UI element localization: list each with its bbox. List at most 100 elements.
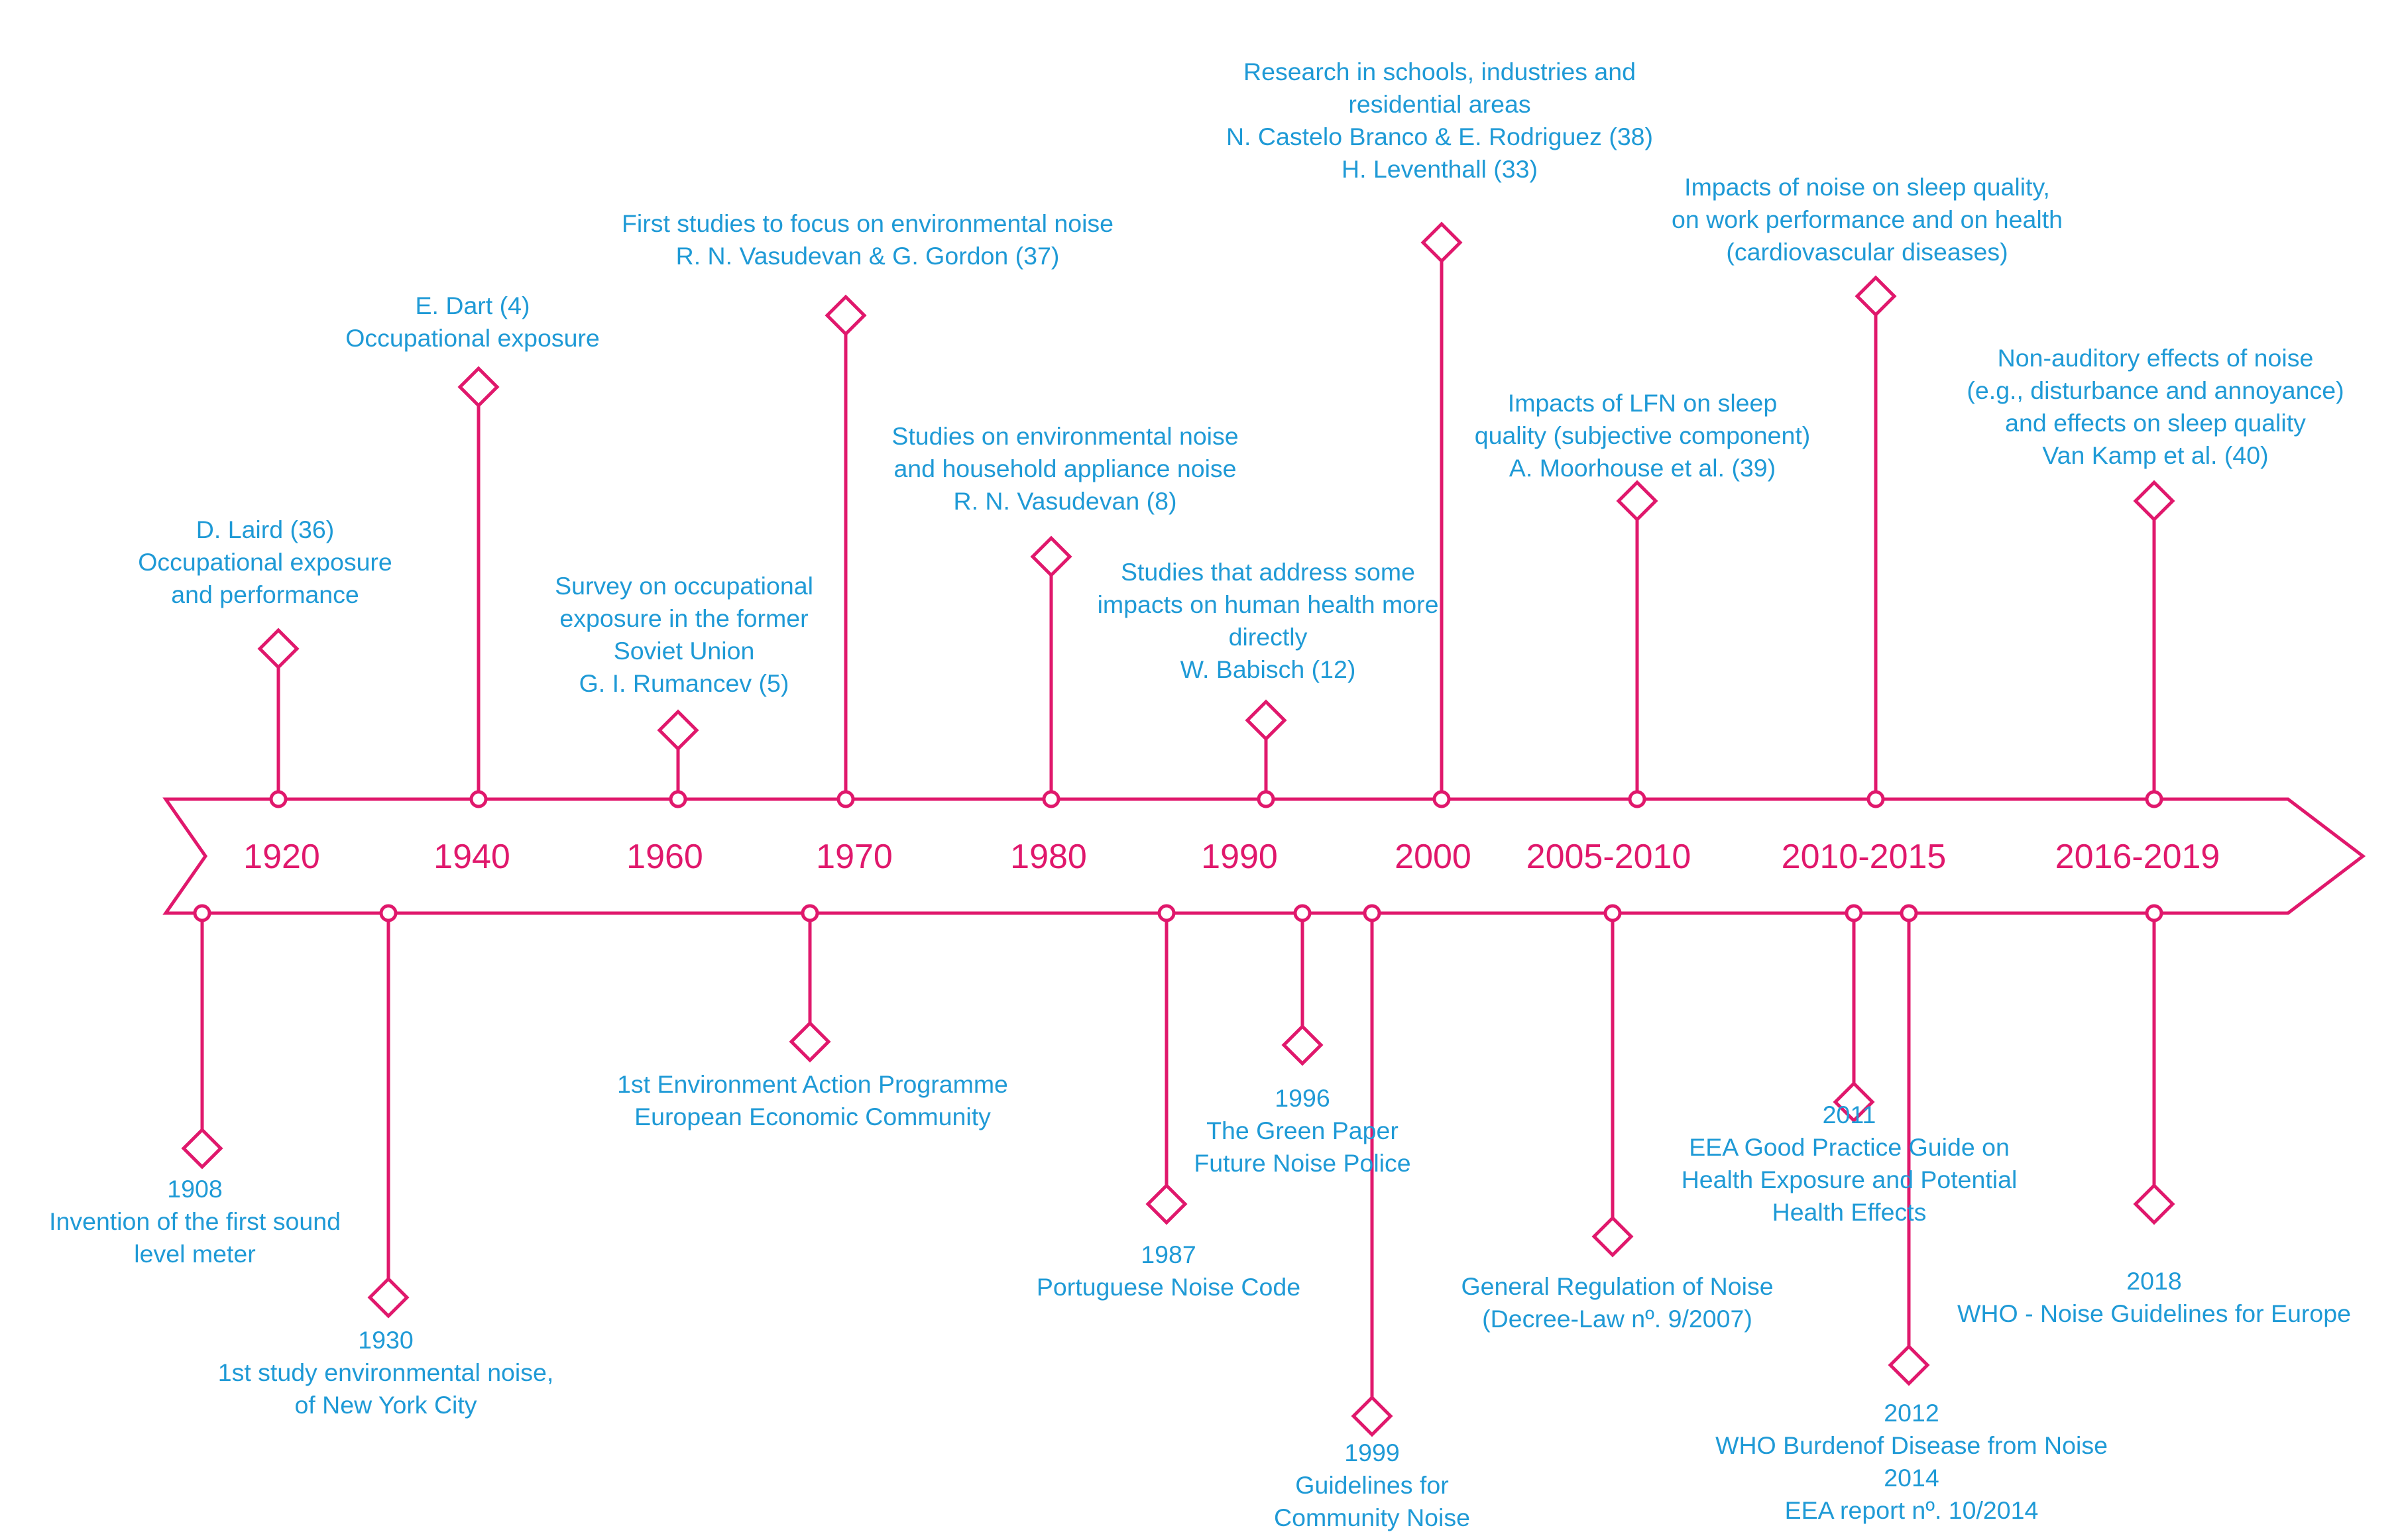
milestone-label-laird-line: Occupational exposure [138,548,392,576]
milestone-label-rumancev-line: Survey on occupational [555,572,813,600]
milestone-label-lfn-line: quality (subjective component) [1474,421,1811,449]
era-label-1960: 1960 [626,838,703,876]
anchor-dot-1987 [1157,904,1176,922]
milestone-label-1930-line: of New York City [294,1391,477,1419]
anchor-dot-sleep [1866,790,1885,808]
milestone-label-regulation-line: (Decree-Law nº. 9/2007) [1482,1305,1752,1333]
milestone-label-2012-line: 2014 [1884,1464,1939,1492]
era-label-1940: 1940 [433,838,510,876]
milestone-label-2018-line: WHO - Noise Guidelines for Europe [1957,1299,2351,1327]
anchor-dot-first-env [836,790,855,808]
marker-diamond-2012 [1888,1344,1930,1386]
milestone-label-1999-line: Guidelines for [1295,1471,1449,1499]
milestone-label-1987-line: Portuguese Noise Code [1036,1273,1301,1301]
anchor-dot-2011 [1845,904,1863,922]
milestone-label-2011-line: Health Effects [1772,1198,1927,1226]
marker-diamond-regulation [1591,1215,1634,1258]
era-label-1980: 1980 [1010,838,1087,876]
milestone-label-nonauditory-line: (e.g., disturbance and annoyance) [1967,376,2344,404]
milestone-label-household-line: R. N. Vasudevan (8) [953,487,1177,515]
milestone-label-first-env: First studies to focus on environmental … [622,207,1114,272]
marker-diamond-2018 [2133,1183,2175,1225]
milestone-label-sleep-line: Impacts of noise on sleep quality, [1684,173,2050,201]
anchor-dot-1908 [193,904,211,922]
milestone-label-nonauditory-line: Non-auditory effects of noise [1997,344,2314,372]
milestone-label-eap-line: European Economic Community [634,1103,991,1130]
milestone-label-2011-line: 2011 [1822,1101,1876,1128]
era-label-2000: 2000 [1395,838,1471,876]
anchor-dot-1999 [1363,904,1381,922]
milestone-label-2018-line: 2018 [2126,1267,2182,1295]
milestone-label-nonauditory: Non-auditory effects of noise (e.g., dist… [1967,342,2344,472]
milestone-label-schools-line: H. Leventhall (33) [1341,155,1538,183]
milestone-label-household-line: Studies on environmental noise [891,422,1239,450]
milestone-label-household: Studies on environmental noise and househ… [891,420,1238,518]
milestone-label-lfn-line: A. Moorhouse et al. (39) [1509,454,1776,482]
marker-diamond-rumancev [657,709,699,751]
milestone-label-2012-line: 2012 [1884,1399,1939,1427]
marker-diamond-nonauditory [2133,480,2175,522]
milestone-label-eap-line: 1st Environment Action Programme [617,1070,1008,1098]
milestone-label-laird-line: D. Laird (36) [196,516,335,543]
anchor-dot-1996 [1293,904,1312,922]
anchor-dot-lfn [1628,790,1646,808]
anchor-dot-nonauditory [2145,790,2163,808]
milestone-label-1996-line: Future Noise Police [1194,1149,1411,1177]
marker-diamond-household [1030,535,1072,578]
era-label-1970: 1970 [816,838,893,876]
milestone-label-1987-line: 1987 [1141,1240,1196,1268]
milestone-label-babisch-line: impacts on human health more [1097,590,1439,618]
marker-diamond-laird [257,628,300,670]
milestone-label-1999-line: 1999 [1344,1439,1400,1466]
marker-diamond-1908 [181,1127,223,1170]
milestone-label-dart-line: Occupational exposure [345,324,600,352]
anchor-dot-babisch [1257,790,1275,808]
milestone-label-sleep: Impacts of noise on sleep quality,on wor… [1672,171,2063,268]
timeline-arrow [162,797,2366,915]
milestone-label-babisch-line: W. Babisch (12) [1180,655,1356,683]
era-label-2016-2019: 2016-2019 [2055,838,2220,876]
milestone-label-lfn-line: Impacts of LFN on sleep [1507,389,1778,417]
marker-diamond-schools [1420,221,1463,264]
marker-diamond-first-env [825,294,867,337]
milestone-label-first-env-line: First studies to focus on environmental … [621,209,1114,237]
milestone-label-2012-line: WHO Burdenof Disease from Noise [1715,1431,2108,1459]
milestone-label-1908-line: 1908 [167,1175,223,1203]
milestone-label-regulation-line: General Regulation of Noise [1461,1272,1774,1300]
milestone-label-household-line: and household appliance noise [893,455,1237,482]
marker-diamond-sleep [1855,275,1897,317]
anchor-dot-laird [269,790,288,808]
marker-diamond-lfn [1616,480,1658,522]
milestone-label-babisch-line: Studies that address some [1120,558,1415,586]
marker-diamond-eap [789,1020,831,1063]
milestone-label-1996-line: 1996 [1275,1084,1330,1112]
milestone-label-first-env-line: R. N. Vasudevan & G. Gordon (37) [675,242,1060,270]
milestone-label-babisch-line: directly [1228,623,1308,651]
milestone-label-regulation: General Regulation of Noise (Decree-Law n… [1461,1270,1773,1335]
marker-diamond-babisch [1245,699,1287,742]
anchor-dot-2018 [2145,904,2163,922]
anchor-dot-eap [801,904,819,922]
milestone-label-schools-line: residential areas [1348,90,1531,118]
marker-diamond-1987 [1145,1183,1188,1225]
milestone-label-1999-line: Community Noise [1274,1504,1470,1531]
milestone-label-rumancev-line: exposure in the former [559,604,809,632]
anchor-dot-regulation [1603,904,1622,922]
anchor-dot-rumancev [669,790,687,808]
milestone-label-lfn: Impacts of LFN on sleep quality (subjecti… [1475,387,1811,484]
milestone-label-rumancev-line: G. I. Rumancev (5) [579,669,789,697]
era-label-2005-2010: 2005-2010 [1526,838,1691,876]
milestone-label-1908-line: level meter [134,1240,256,1268]
milestone-label-schools-line: Research in schools, industries and [1243,58,1636,85]
milestone-label-dart: E. Dart (4)Occupational exposure [345,290,600,355]
milestone-label-nonauditory-line: and effects on sleep quality [2005,409,2306,437]
